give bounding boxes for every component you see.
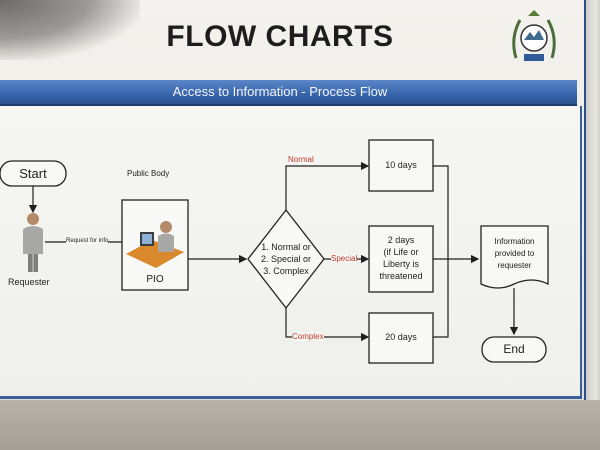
document-line-2: provided to xyxy=(494,249,535,258)
banner-title: Access to Information - Process Flow xyxy=(172,84,388,99)
decision-line-2: 2. Special or xyxy=(260,254,312,264)
outcome-complex-box xyxy=(368,312,434,364)
connector-complex-merge xyxy=(433,259,449,338)
connector-normal xyxy=(285,161,370,210)
outcome-special-line-1: 2 days xyxy=(387,235,415,245)
branch-normal-label: Normal xyxy=(288,155,314,164)
branch-special-label: Special xyxy=(331,254,358,263)
decision-line-1: 1. Normal or xyxy=(261,242,311,252)
branch-complex-label: Complex xyxy=(292,332,324,341)
outcome-normal-box xyxy=(368,139,434,192)
connector-complex xyxy=(285,308,370,342)
outcome-normal-text: 10 days xyxy=(385,160,417,170)
requester-person-icon xyxy=(23,213,43,272)
document-line-3: requester xyxy=(497,261,532,270)
outcome-complex-text: 20 days xyxy=(385,332,417,342)
title-banner xyxy=(0,80,577,106)
emblem-logo-icon xyxy=(512,10,556,61)
outcome-special-line-3: Liberty is xyxy=(382,259,419,269)
requester-label: Requester xyxy=(8,277,50,287)
end-terminator xyxy=(481,336,547,363)
pio-desk-icon xyxy=(126,221,184,268)
page-title: FLOW CHARTS xyxy=(166,20,394,53)
document-line-1: Information xyxy=(494,237,535,246)
floor xyxy=(0,400,600,450)
outcome-special-line-4: threatened xyxy=(379,271,423,281)
request-for-info-label: Request for info xyxy=(66,238,109,244)
start-label: Start xyxy=(19,166,47,181)
pio-label: PIO xyxy=(146,274,164,285)
public-body-label: Public Body xyxy=(127,169,170,178)
outcome-special-line-2: (if Life or xyxy=(383,247,419,257)
connector-normal-merge xyxy=(433,165,449,259)
outcome-special-box xyxy=(368,225,434,293)
end-label: End xyxy=(503,342,525,356)
decision-line-3: 3. Complex xyxy=(263,266,309,276)
document-shape xyxy=(480,225,549,289)
board-shadow xyxy=(0,0,140,60)
board-edge xyxy=(584,0,600,400)
